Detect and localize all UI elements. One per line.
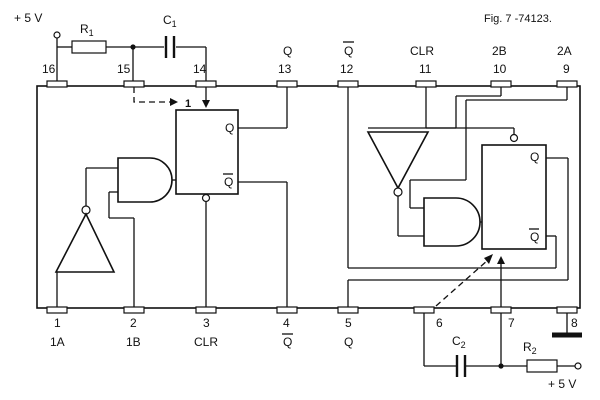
pulse-label: 1 <box>185 98 191 110</box>
r2-label: R2 <box>523 340 537 356</box>
ff2-q-label: Q <box>530 150 539 164</box>
pin-9-signal: 2A <box>557 44 572 58</box>
pin-11-pad <box>415 80 437 88</box>
pin-6-number: 6 <box>436 316 443 330</box>
timing-network-1: + 5 V R1 C1 <box>14 11 207 81</box>
resistor-r1 <box>71 40 107 54</box>
ff2-qbar-label: Q <box>530 230 539 244</box>
figure-caption: Fig. 7 -74123. <box>484 13 552 25</box>
pin-16-pad <box>46 80 68 88</box>
pin-2-signal: 1B <box>126 335 141 349</box>
bottom-pin-row: 1 2 3 4 5 6 7 8 1A 1B CLR Q Q <box>46 306 578 349</box>
c2-label: C2 <box>452 334 466 350</box>
r1-label: R1 <box>80 22 94 38</box>
supply-bottom-terminal <box>574 362 582 370</box>
and-gate-2 <box>423 197 481 247</box>
pin-7-pad <box>490 306 512 314</box>
pin-12-number: 12 <box>340 62 354 76</box>
timing-link-1-dashed <box>133 87 170 103</box>
pin-13-pad <box>276 80 298 88</box>
pin-13-number: 13 <box>278 62 292 76</box>
pin-14-number: 14 <box>193 62 207 76</box>
pin-1-signal: 1A <box>50 335 65 349</box>
pin-15-number: 15 <box>117 62 131 76</box>
pin-5-number: 5 <box>345 316 352 330</box>
pin-8-number: 8 <box>571 316 578 330</box>
pin-12-signal: Q <box>344 44 353 58</box>
pin-6-pad <box>413 306 435 314</box>
pin-2-number: 2 <box>130 316 137 330</box>
resistor-r2 <box>526 359 558 373</box>
ff1-qbar-label: Q <box>224 175 233 189</box>
pin-5-signal: Q <box>344 335 353 349</box>
pin-10-signal: 2B <box>492 44 507 58</box>
timing-network-2: C2 R2 + 5 V <box>423 313 582 391</box>
pin-15-pad <box>123 80 145 88</box>
pin-10-pad <box>490 80 512 88</box>
pin-3-number: 3 <box>203 316 210 330</box>
inverter-2 <box>366 131 430 190</box>
pin-3-signal: CLR <box>194 335 218 349</box>
pin-5-pad <box>337 306 359 314</box>
c1-label: C1 <box>163 13 177 29</box>
inverter-2-bubble <box>393 187 403 197</box>
ff2-clear-bubble <box>509 133 519 143</box>
and-gate-1 <box>117 157 173 203</box>
pin-1-number: 1 <box>54 316 61 330</box>
pin-11-signal: CLR <box>410 44 434 58</box>
pin-4-number: 4 <box>283 316 290 330</box>
pin-8-pad <box>556 306 578 314</box>
pin-14-pad <box>195 80 217 88</box>
supply-bottom-label: + 5 V <box>548 377 576 391</box>
supply-top-terminal <box>53 31 61 39</box>
pin-12-pad <box>337 80 359 88</box>
timing-link-2-dashed <box>435 259 489 307</box>
pin-7-number: 7 <box>508 316 515 330</box>
pin-4-pad <box>276 306 298 314</box>
pin-3-pad <box>195 306 217 314</box>
top-pin-row: 16 15 14 13 12 11 10 9 Q Q CLR 2B 2A <box>42 41 578 88</box>
flip-flop-1 <box>175 109 239 195</box>
pin-4-signal: Q <box>283 335 292 349</box>
pin-10-number: 10 <box>493 62 507 76</box>
pin-16-number: 16 <box>42 62 56 76</box>
monostable-2: Q Q <box>347 87 569 307</box>
pin-2-pad <box>123 306 145 314</box>
inverter-1 <box>54 212 116 273</box>
pin-13-signal: Q <box>283 44 292 58</box>
ff1-clear-bubble <box>201 193 211 203</box>
pin-9-pad <box>556 80 578 88</box>
pin-1-pad <box>46 306 68 314</box>
flip-flop-2 <box>481 144 547 250</box>
monostable-1: 1 Q Q <box>54 87 288 307</box>
pin-11-number: 11 <box>419 62 432 76</box>
pin-9-number: 9 <box>563 62 570 76</box>
ff1-q-label: Q <box>225 121 234 135</box>
supply-top-label: + 5 V <box>14 11 42 25</box>
